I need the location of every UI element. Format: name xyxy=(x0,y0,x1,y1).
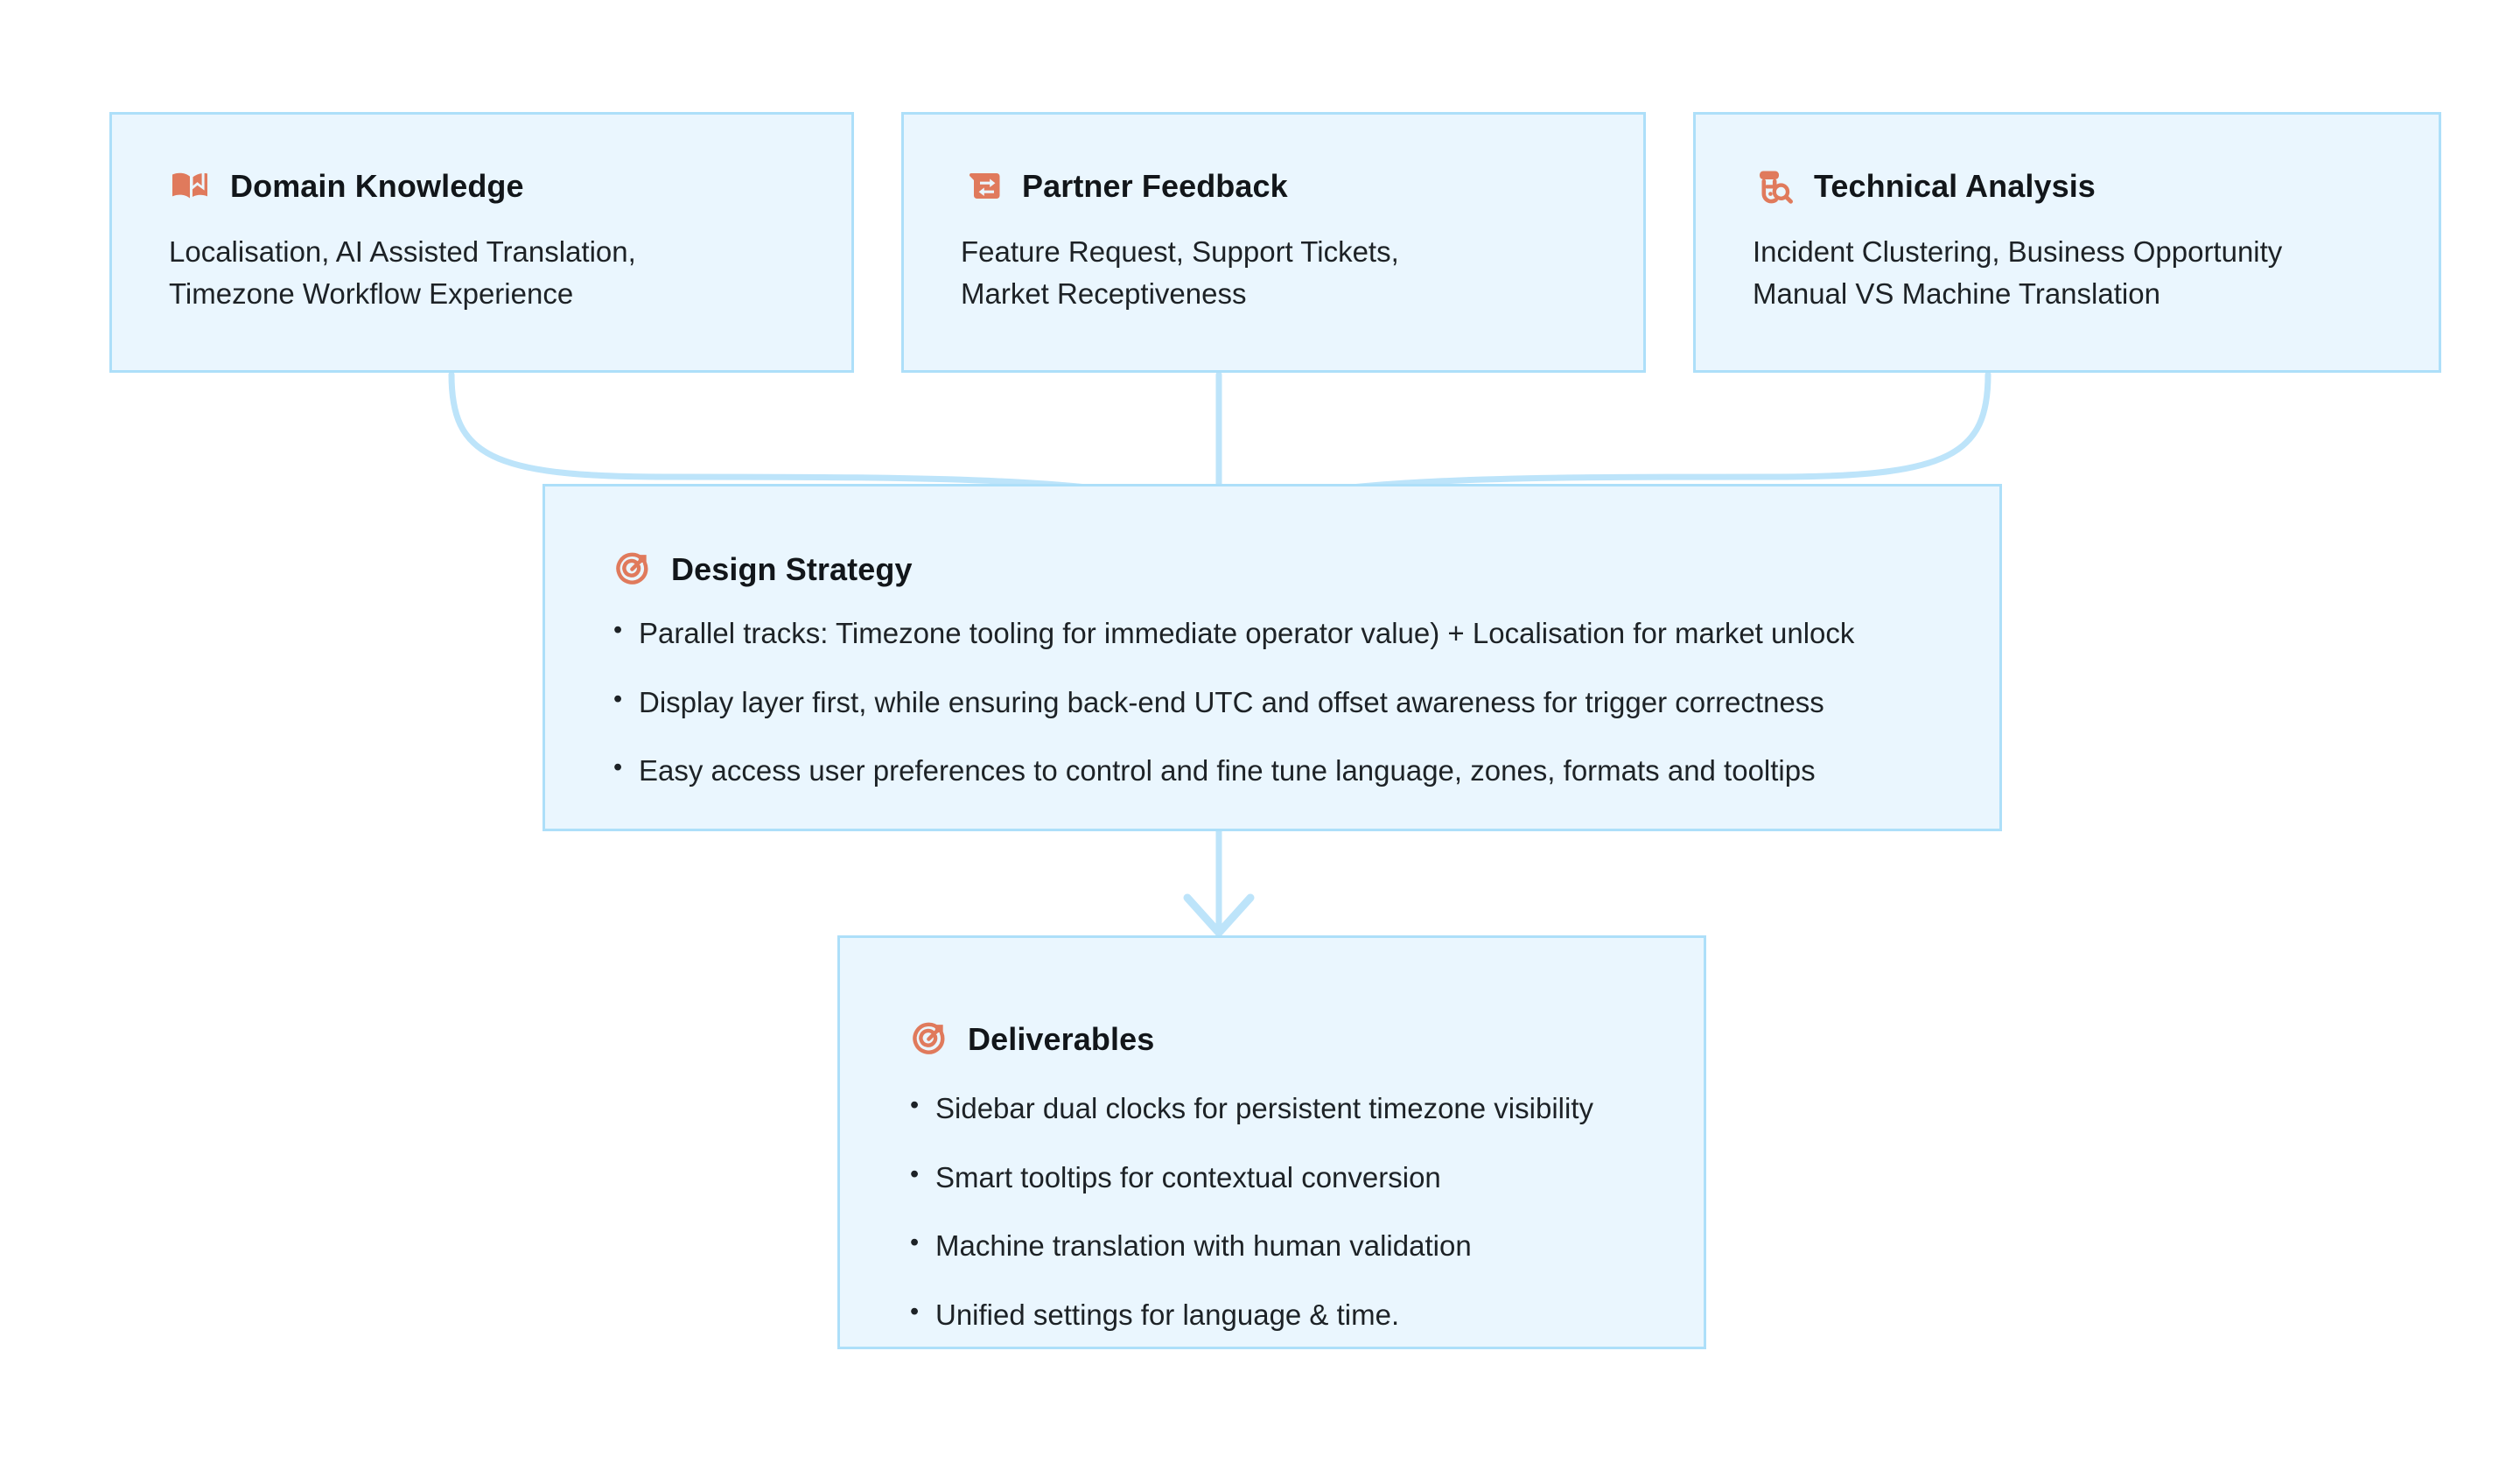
list-item: Sidebar dual clocks for persistent timez… xyxy=(908,1090,1669,1126)
list-item: Parallel tracks: Timezone tooling for im… xyxy=(612,615,1964,651)
strategy-bullet-list: Parallel tracks: Timezone tooling for im… xyxy=(612,615,1964,788)
card-domain-knowledge: Domain Knowledge Localisation, AI Assist… xyxy=(109,112,854,373)
card-title: Deliverables xyxy=(968,1021,1155,1057)
card-deliverables: Deliverables Sidebar dual clocks for per… xyxy=(837,935,1706,1349)
card-body-line: Localisation, AI Assisted Translation, xyxy=(169,235,636,268)
card-body-line: Incident Clustering, Business Opportunit… xyxy=(1753,235,2283,268)
target-arrow-icon xyxy=(612,550,652,590)
card-title: Partner Feedback xyxy=(1022,168,1288,204)
card-header: Domain Knowledge xyxy=(169,165,524,207)
test-tube-magnifier-icon xyxy=(1753,165,1795,207)
list-item: Unified settings for language & time. xyxy=(908,1297,1669,1333)
card-partner-feedback: Partner Feedback Feature Request, Suppor… xyxy=(901,112,1646,373)
list-item: Display layer first, while ensuring back… xyxy=(612,684,1964,720)
card-body-line: Timezone Workflow Experience xyxy=(169,276,574,310)
arrowhead-into-deliverables xyxy=(1183,893,1255,937)
feedback-exchange-icon xyxy=(961,165,1003,207)
card-header: Technical Analysis xyxy=(1753,165,2096,207)
list-item: Easy access user preferences to control … xyxy=(612,752,1964,788)
card-header: Partner Feedback xyxy=(961,165,1288,207)
card-title: Domain Knowledge xyxy=(230,168,524,204)
card-technical-analysis: Technical Analysis Incident Clustering, … xyxy=(1693,112,2441,373)
target-arrow-icon xyxy=(908,1019,948,1060)
card-body: Localisation, AI Assisted Translation, T… xyxy=(169,231,830,314)
open-book-icon xyxy=(169,165,211,207)
card-header: Deliverables xyxy=(908,1019,1154,1060)
card-body: Feature Request, Support Tickets, Market… xyxy=(961,231,1622,314)
card-body: Incident Clustering, Business Opportunit… xyxy=(1753,231,2418,314)
card-title: Technical Analysis xyxy=(1814,168,2096,204)
card-body-line: Feature Request, Support Tickets, xyxy=(961,235,1399,268)
list-item: Smart tooltips for contextual conversion xyxy=(908,1159,1669,1195)
card-title: Design Strategy xyxy=(671,551,913,587)
deliverables-bullet-list: Sidebar dual clocks for persistent timez… xyxy=(908,1090,1669,1333)
card-body-line: Market Receptiveness xyxy=(961,276,1247,310)
card-body-line: Manual VS Machine Translation xyxy=(1753,276,2160,310)
list-item: Machine translation with human validatio… xyxy=(908,1228,1669,1264)
card-design-strategy: Design Strategy Parallel tracks: Timezon… xyxy=(542,484,2002,831)
card-header: Design Strategy xyxy=(612,550,913,590)
